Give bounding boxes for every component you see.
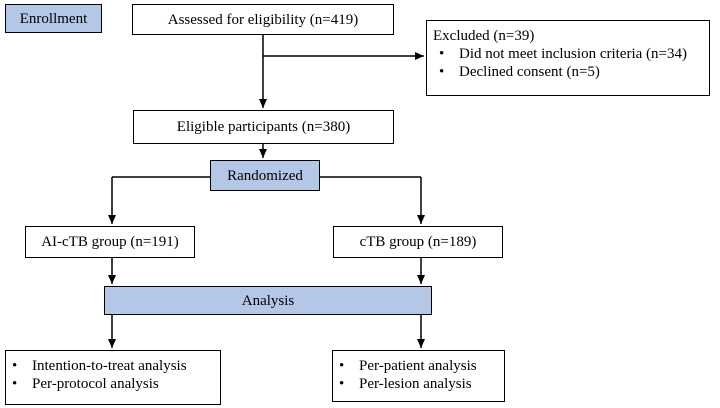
left-group-box: AI-cTB group (n=191) <box>25 226 195 258</box>
outcome-item: Intention-to-treat analysis <box>6 357 220 375</box>
excluded-item: Did not meet inclusion criteria (n=34) <box>433 45 709 63</box>
excluded-list: Did not meet inclusion criteria (n=34) D… <box>433 45 709 81</box>
excluded-item: Declined consent (n=5) <box>433 63 709 81</box>
eligible-box: Eligible participants (n=380) <box>133 110 394 144</box>
excluded-box: Excluded (n=39) Did not meet inclusion c… <box>426 20 710 96</box>
enrollment-label: Enrollment <box>5 4 102 33</box>
analysis-label: Analysis <box>104 286 432 315</box>
right-outcome-box: Per-patient analysis Per-lesion analysis <box>332 350 505 402</box>
outcome-item: Per-protocol analysis <box>6 375 220 393</box>
left-outcome-box: Intention-to-treat analysis Per-protocol… <box>5 350 221 405</box>
randomized-label: Randomized <box>210 160 320 191</box>
outcome-item: Per-lesion analysis <box>333 375 504 393</box>
excluded-title: Excluded (n=39) <box>433 28 535 44</box>
right-outcome-list: Per-patient analysis Per-lesion analysis <box>333 357 504 393</box>
outcome-item: Per-patient analysis <box>333 357 504 375</box>
right-group-box: cTB group (n=189) <box>333 226 503 258</box>
left-outcome-list: Intention-to-treat analysis Per-protocol… <box>6 357 220 393</box>
assessed-box: Assessed for eligibility (n=419) <box>132 4 394 35</box>
